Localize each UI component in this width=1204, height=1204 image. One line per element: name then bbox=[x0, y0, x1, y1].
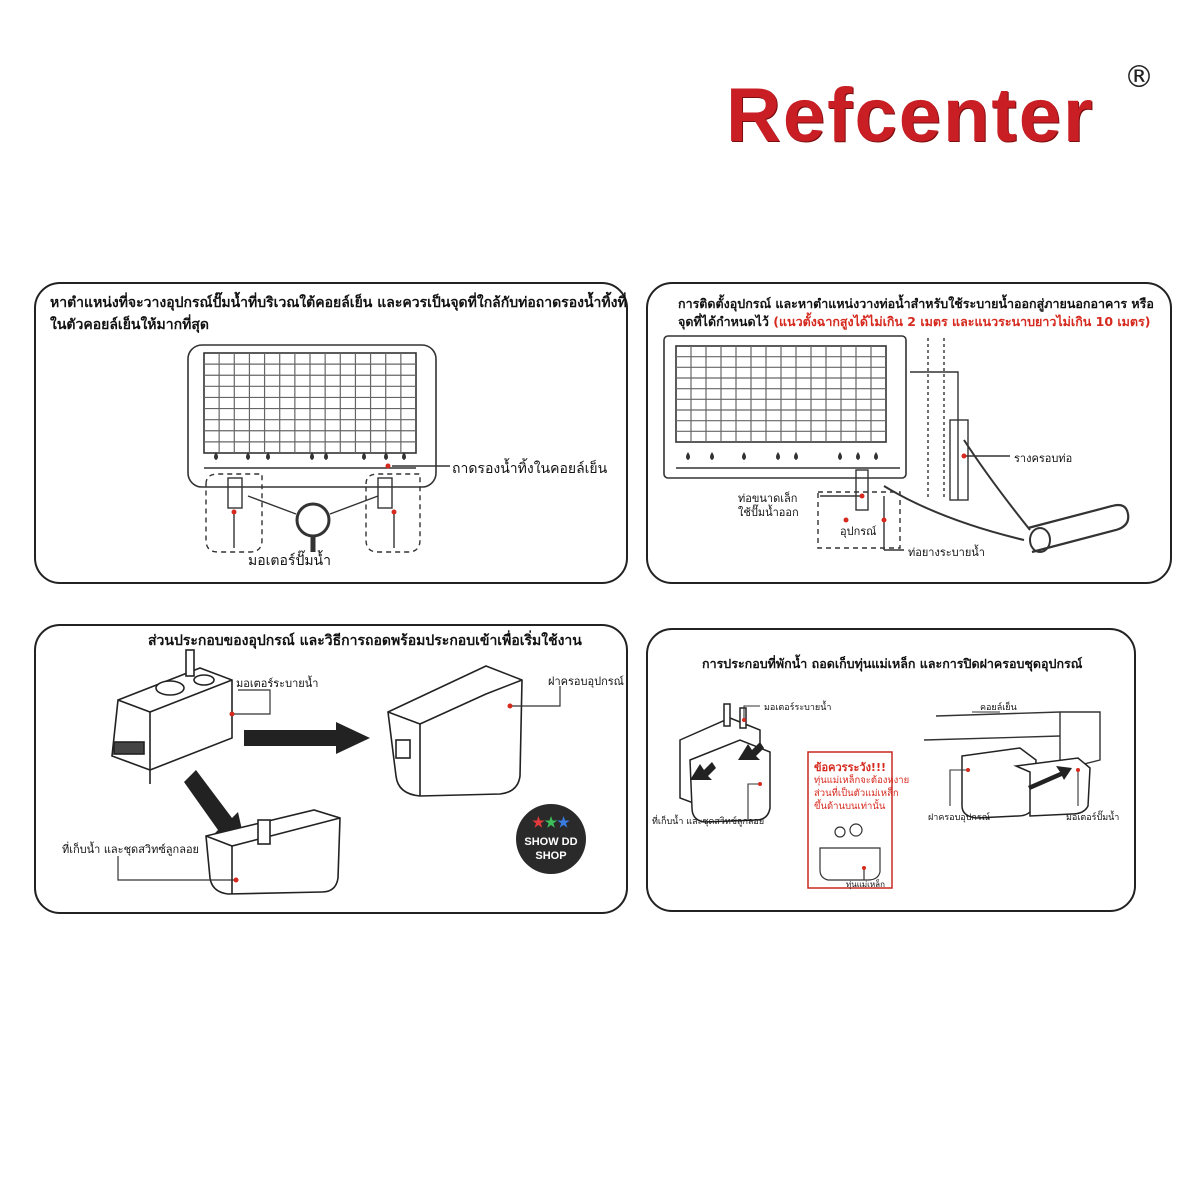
warning-title: ข้อควรระวัง!!! bbox=[814, 761, 886, 774]
panel2-heading-line2: จุดที่ได้กำหนดไว้ (แนวตั้งฉากสูงได้ไม่เก… bbox=[678, 312, 1150, 332]
label-device: อุปกรณ์ bbox=[840, 525, 877, 538]
badge-line2: SHOP bbox=[535, 850, 567, 862]
label-small-pipe-2: ใช้ปั๊มน้ำออก bbox=[738, 506, 799, 519]
registered-mark: ® bbox=[1124, 60, 1154, 95]
label-p4-pump-motor: มอเตอร์ปั๊มน้ำ bbox=[1066, 813, 1120, 823]
water-reservoir bbox=[205, 809, 341, 895]
small-pipe bbox=[855, 469, 869, 511]
coil-underside bbox=[935, 711, 1101, 771]
panel2-heading-line1: การติดตั้งอุปกรณ์ และหาตำแหน่งวางท่อน้ำส… bbox=[678, 296, 1154, 311]
label-pipe-channel: รางครอบท่อ bbox=[1014, 452, 1073, 465]
show-dd-shop-badge: ★★★ SHOW DD SHOP bbox=[516, 804, 586, 874]
panel3-heading: ส่วนประกอบของอุปกรณ์ และวิธีการถอดพร้อมป… bbox=[148, 633, 582, 649]
warning-line1: ทุ่นแม่เหล็กจะต้องหงาย bbox=[814, 775, 910, 786]
label-housing-cover: ฝาครอบอุปกรณ์ bbox=[548, 675, 624, 688]
warning-line3: ขึ้นด้านบนเท่านั้น bbox=[814, 801, 886, 812]
label-drain-motor: มอเตอร์ระบายน้ำ bbox=[236, 677, 319, 690]
coil-housing-2 bbox=[663, 335, 907, 479]
device-outline bbox=[817, 491, 901, 549]
label-p4-cover: ฝาครอบอุปกรณ์ bbox=[928, 813, 991, 823]
panel-locate-position bbox=[34, 282, 628, 584]
panel1-heading-line2: ในตัวคอยล์เย็นให้มากที่สุด bbox=[50, 317, 209, 333]
brand-logo: Refcenter bbox=[726, 73, 1095, 158]
label-p4-drain-motor: มอเตอร์ระบายน้ำ bbox=[764, 703, 832, 713]
panel2-heading-black: จุดที่ได้กำหนดไว้ bbox=[678, 314, 769, 329]
panel4-heading: การประกอบที่พักน้ำ ถอดเก็บทุ่นแม่เหล็ก แ… bbox=[702, 656, 1083, 671]
label-p4-coil: คอยล์เย็น bbox=[980, 703, 1017, 713]
panel2-heading-red: (แนวตั้งฉากสูงได้ไม่เกิน 2 เมตร และแนวระ… bbox=[773, 314, 1151, 329]
label-p4-reservoir: ที่เก็บน้ำ และชุดสวิทซ์ลูกลอย bbox=[652, 817, 765, 827]
arrow-down bbox=[184, 770, 246, 848]
label-reservoir: ที่เก็บน้ำ และชุดสวิทซ์ลูกลอย bbox=[62, 843, 199, 856]
badge-line1: SHOW DD bbox=[524, 836, 578, 848]
drain-pipe-left bbox=[227, 477, 243, 509]
coil-housing bbox=[187, 344, 437, 488]
label-magnet-float: ทุ่นแม่เหล็ก bbox=[846, 880, 885, 889]
panel-install-drain bbox=[646, 282, 1172, 584]
pump-outline-left bbox=[205, 473, 263, 553]
pump-assembly bbox=[689, 739, 771, 823]
panel1-heading-line1: หาตำแหน่งที่จะวางอุปกรณ์ปั๊มน้ำที่บริเวณ… bbox=[50, 295, 627, 311]
warning-line2: ส่วนที่เป็นตัวแม่เหล็ก bbox=[814, 788, 899, 799]
pipe-channel bbox=[949, 419, 969, 501]
label-drain-hose: ท่อยางระบายน้ำ bbox=[908, 546, 985, 559]
drain-pipe-right bbox=[377, 477, 393, 509]
mounted-motor bbox=[1013, 757, 1091, 817]
pump-outline-right bbox=[365, 473, 421, 553]
label-drip-tray: ถาดรองน้ำทิ้งในคอยล์เย็น bbox=[452, 461, 608, 477]
label-small-pipe-1: ท่อขนาดเล็ก bbox=[738, 492, 798, 505]
label-pump-motor: มอเตอร์ปั๊มน้ำ bbox=[248, 553, 331, 569]
badge-stars: ★★★ bbox=[532, 814, 570, 830]
mounted-cover bbox=[961, 747, 1037, 819]
drain-hose bbox=[1027, 503, 1130, 554]
arrow-right bbox=[244, 722, 370, 754]
housing-cover bbox=[387, 665, 523, 797]
